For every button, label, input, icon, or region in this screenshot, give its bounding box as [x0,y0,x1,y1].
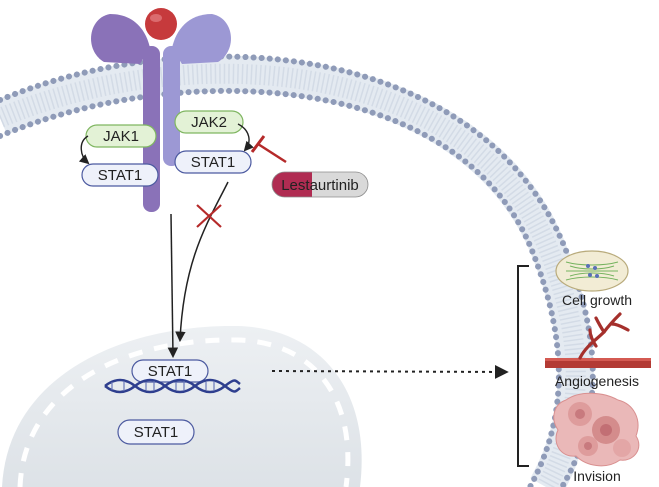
invasion-icon [553,392,640,467]
stat1-nuclear-label: STAT1 [148,363,192,380]
stat1-free-box: STAT1 [117,419,195,445]
outcome-dotted-arrow [271,364,509,379]
outcome-bracket [517,265,529,467]
stat1-left-label: STAT1 [98,167,142,184]
stat1-right-label: STAT1 [191,154,235,171]
blocked-pathway [175,181,229,343]
stat1-right-box: STAT1 [174,150,252,174]
invasion-label: Invision [573,468,620,484]
jak1-label: JAK1 [103,128,139,145]
nucleus [2,325,362,487]
angiogenesis-label: Angiogenesis [555,373,639,389]
jak2-phospho-arrow [237,123,254,152]
angiogenesis-icon [545,312,651,368]
cytokine-ligand [145,8,177,40]
jak1-box: JAK1 [85,124,157,148]
lestaurtinib-label: Lestaurtinib [281,177,359,194]
jak2-label: JAK2 [191,114,227,131]
stat1-left-box: STAT1 [81,163,159,187]
cell-growth-label: Cell growth [562,292,632,308]
dna-helix [104,378,241,394]
jak2-box: JAK2 [174,110,244,134]
stat1-free-label: STAT1 [134,424,178,441]
cell-growth-icon [555,250,629,292]
lestaurtinib-capsule: Lestaurtinib [271,171,369,198]
stat1-translocation-arrow [167,213,179,359]
stat1-nuclear-box: STAT1 [131,359,209,383]
inhibition-bar [250,135,287,164]
jak1-phospho-arrow [78,135,90,165]
